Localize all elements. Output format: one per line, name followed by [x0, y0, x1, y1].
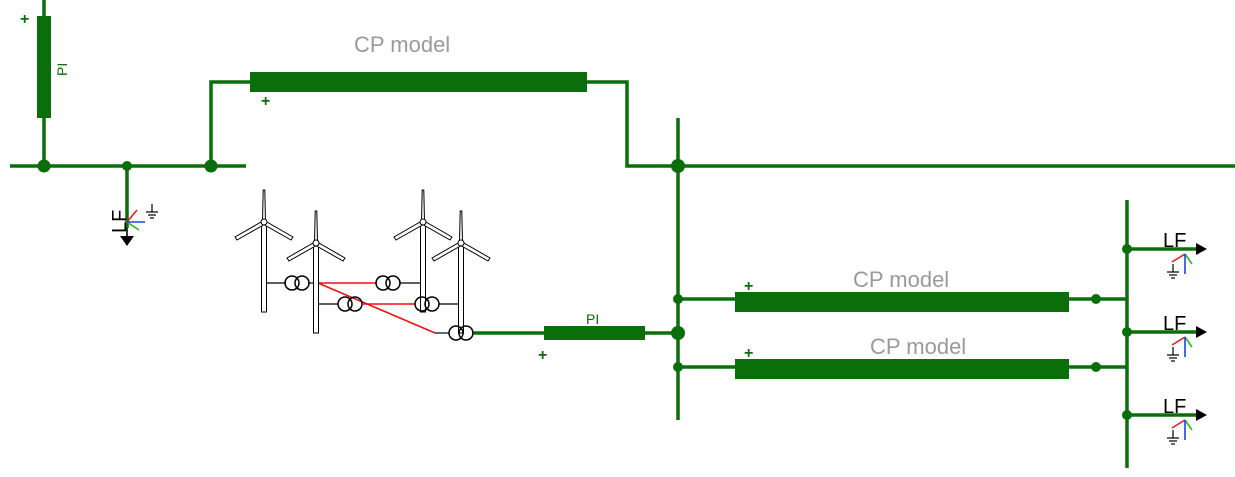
cp-model-middle[interactable] — [735, 292, 1069, 312]
lf-right-1-label: LF — [1163, 230, 1186, 252]
lf-right-2-label: LF — [1163, 313, 1186, 335]
load-flow-source-left[interactable]: LF — [109, 203, 159, 246]
load-flow-source-icon — [1171, 326, 1207, 357]
transformer-icon — [414, 296, 440, 312]
wind-farm — [234, 189, 491, 341]
load-flow-source-right-1[interactable]: LF — [1163, 230, 1207, 279]
ground-icon — [1166, 263, 1180, 279]
load-flow-source-right-2[interactable]: LF — [1163, 313, 1207, 362]
ground-icon — [1166, 346, 1180, 362]
lf-right-3-label: LF — [1163, 396, 1186, 418]
ground-icon — [1166, 429, 1180, 445]
pi-section-vertical[interactable] — [37, 16, 51, 118]
load-flow-source-right-3[interactable]: LF — [1163, 396, 1207, 445]
polarity-plus-cp-top: + — [261, 93, 270, 110]
load-flow-source-icon — [120, 209, 145, 246]
polarity-plus-cp-bottom: + — [744, 345, 753, 362]
pi-section-horizontal[interactable] — [544, 326, 645, 340]
cp-model-middle-label: CP model — [853, 267, 949, 292]
lf-left-label: LF — [109, 210, 131, 233]
transformer-icon — [284, 275, 310, 291]
network-wires — [10, 0, 1235, 468]
wind-turbine-icon — [431, 210, 491, 334]
pi-vertical-label: PI — [54, 63, 70, 76]
load-flow-source-icon — [1171, 243, 1207, 274]
pi-horizontal-label: PI — [586, 311, 599, 327]
cp-model-bottom[interactable] — [735, 359, 1069, 379]
ground-icon — [145, 203, 159, 219]
bus-nodes — [37, 159, 1132, 420]
cp-model-top[interactable] — [250, 72, 587, 92]
wind-turbine-icon — [286, 210, 346, 334]
transformer-icon — [337, 296, 363, 312]
cp-model-bottom-label: CP model — [870, 334, 966, 359]
polarity-plus-pi-horizontal: + — [538, 347, 547, 364]
polarity-plus-cp-middle: + — [744, 278, 753, 295]
wind-turbine-icon — [234, 189, 294, 313]
load-flow-source-icon — [1171, 409, 1207, 440]
transformer-icon — [375, 275, 401, 291]
polarity-plus-pi-vertical: + — [20, 11, 29, 28]
cp-model-top-label: CP model — [354, 32, 450, 57]
